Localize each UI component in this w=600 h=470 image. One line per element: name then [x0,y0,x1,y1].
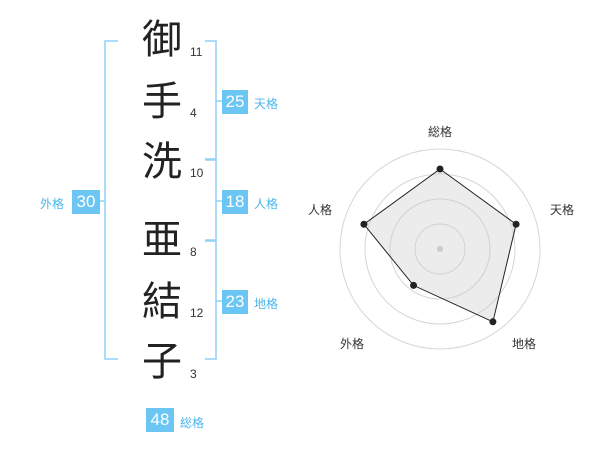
name-char-3: 洗 [142,139,182,185]
radar-point-1 [436,165,444,173]
tenkaku-badge: 25 [222,90,248,114]
radar-series-polygon [363,168,517,323]
stroke-count-1: 11 [190,45,203,59]
radar-point-4 [410,281,418,289]
jinkaku-label: 人格 [254,197,279,211]
stroke-count-3: 10 [190,166,204,180]
tenkaku-label: 天格 [254,97,279,111]
chikaku-label: 地格 [254,297,279,311]
radar-axis-label-gaikaku: 外格 [340,337,365,351]
radar-ring-1 [339,148,541,350]
name-char-5: 結 [142,279,182,325]
radar-ring-4 [414,223,466,275]
chikaku-badge: 23 [222,290,248,314]
radar-ring-3 [389,198,491,300]
radar-axis-label-chikaku: 地格 [512,337,537,351]
jinkaku-badge: 18 [222,190,248,214]
stroke-count-4: 8 [190,245,197,259]
radar-point-2 [512,220,520,228]
name-char-2: 手 [142,79,182,125]
gaikaku-badge: 30 [72,190,100,214]
radar-point-5 [360,220,368,228]
name-char-1: 御 [142,17,182,63]
radar-point-3 [489,318,497,326]
name-char-4: 亜 [142,217,182,263]
soukaku-label: 総格 [180,416,205,430]
gaikaku-label: 外格 [40,197,65,211]
soukaku-badge: 48 [146,408,174,432]
stroke-count-2: 4 [190,106,197,120]
stroke-count-6: 3 [190,367,197,381]
radar-axis-label-tenkaku: 天格 [550,203,575,217]
radar-ring-2 [364,173,516,325]
radar-axis-label-jinkaku: 人格 [308,203,333,217]
name-char-6: 子 [142,339,182,385]
radar-center-dot [437,246,443,252]
stroke-count-5: 12 [190,306,204,320]
radar-axis-label-soukaku: 総格 [428,125,453,139]
